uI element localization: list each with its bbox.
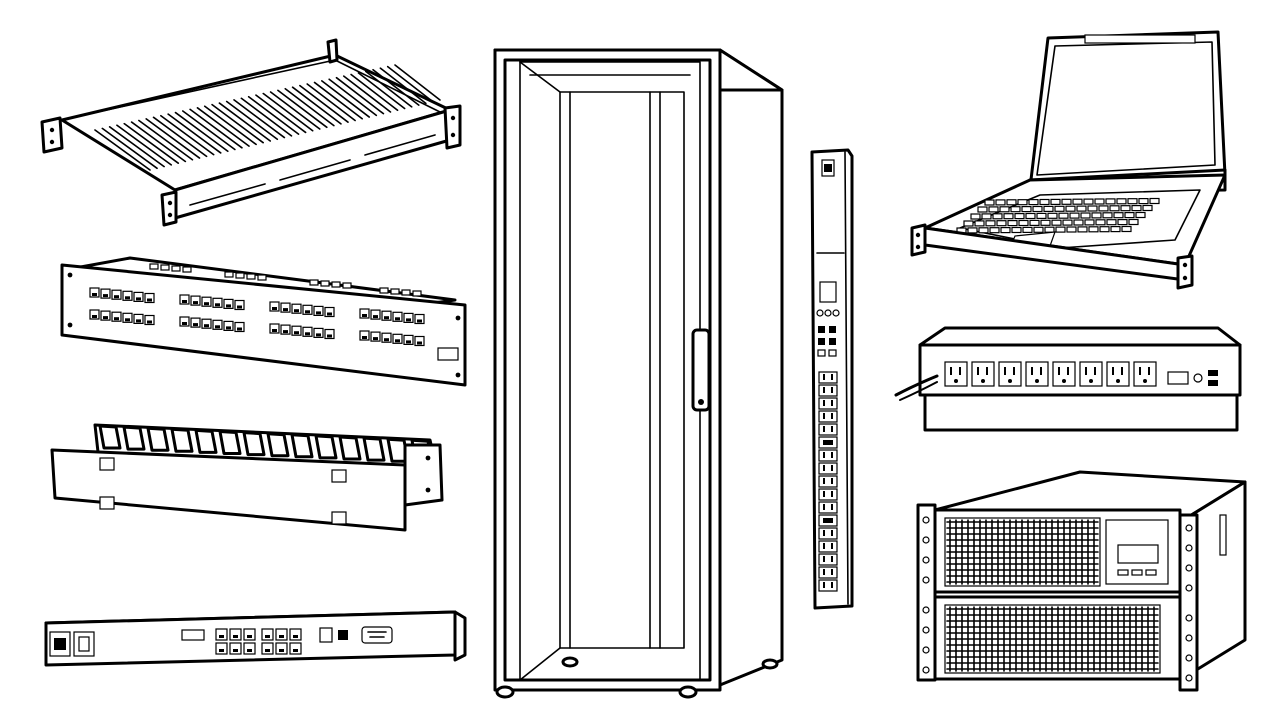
horizontal-pdu-icon [894,326,1242,432]
console-switch-icon [44,610,467,667]
rack-shelf-icon [40,38,462,227]
vertical-pdu-icon [810,148,854,610]
ups-icon [916,470,1247,692]
patch-panel-icon [60,256,467,387]
cable-manager-icon [50,423,444,532]
lcd-console-icon [910,30,1227,290]
rack-cabinet-icon [493,48,784,699]
